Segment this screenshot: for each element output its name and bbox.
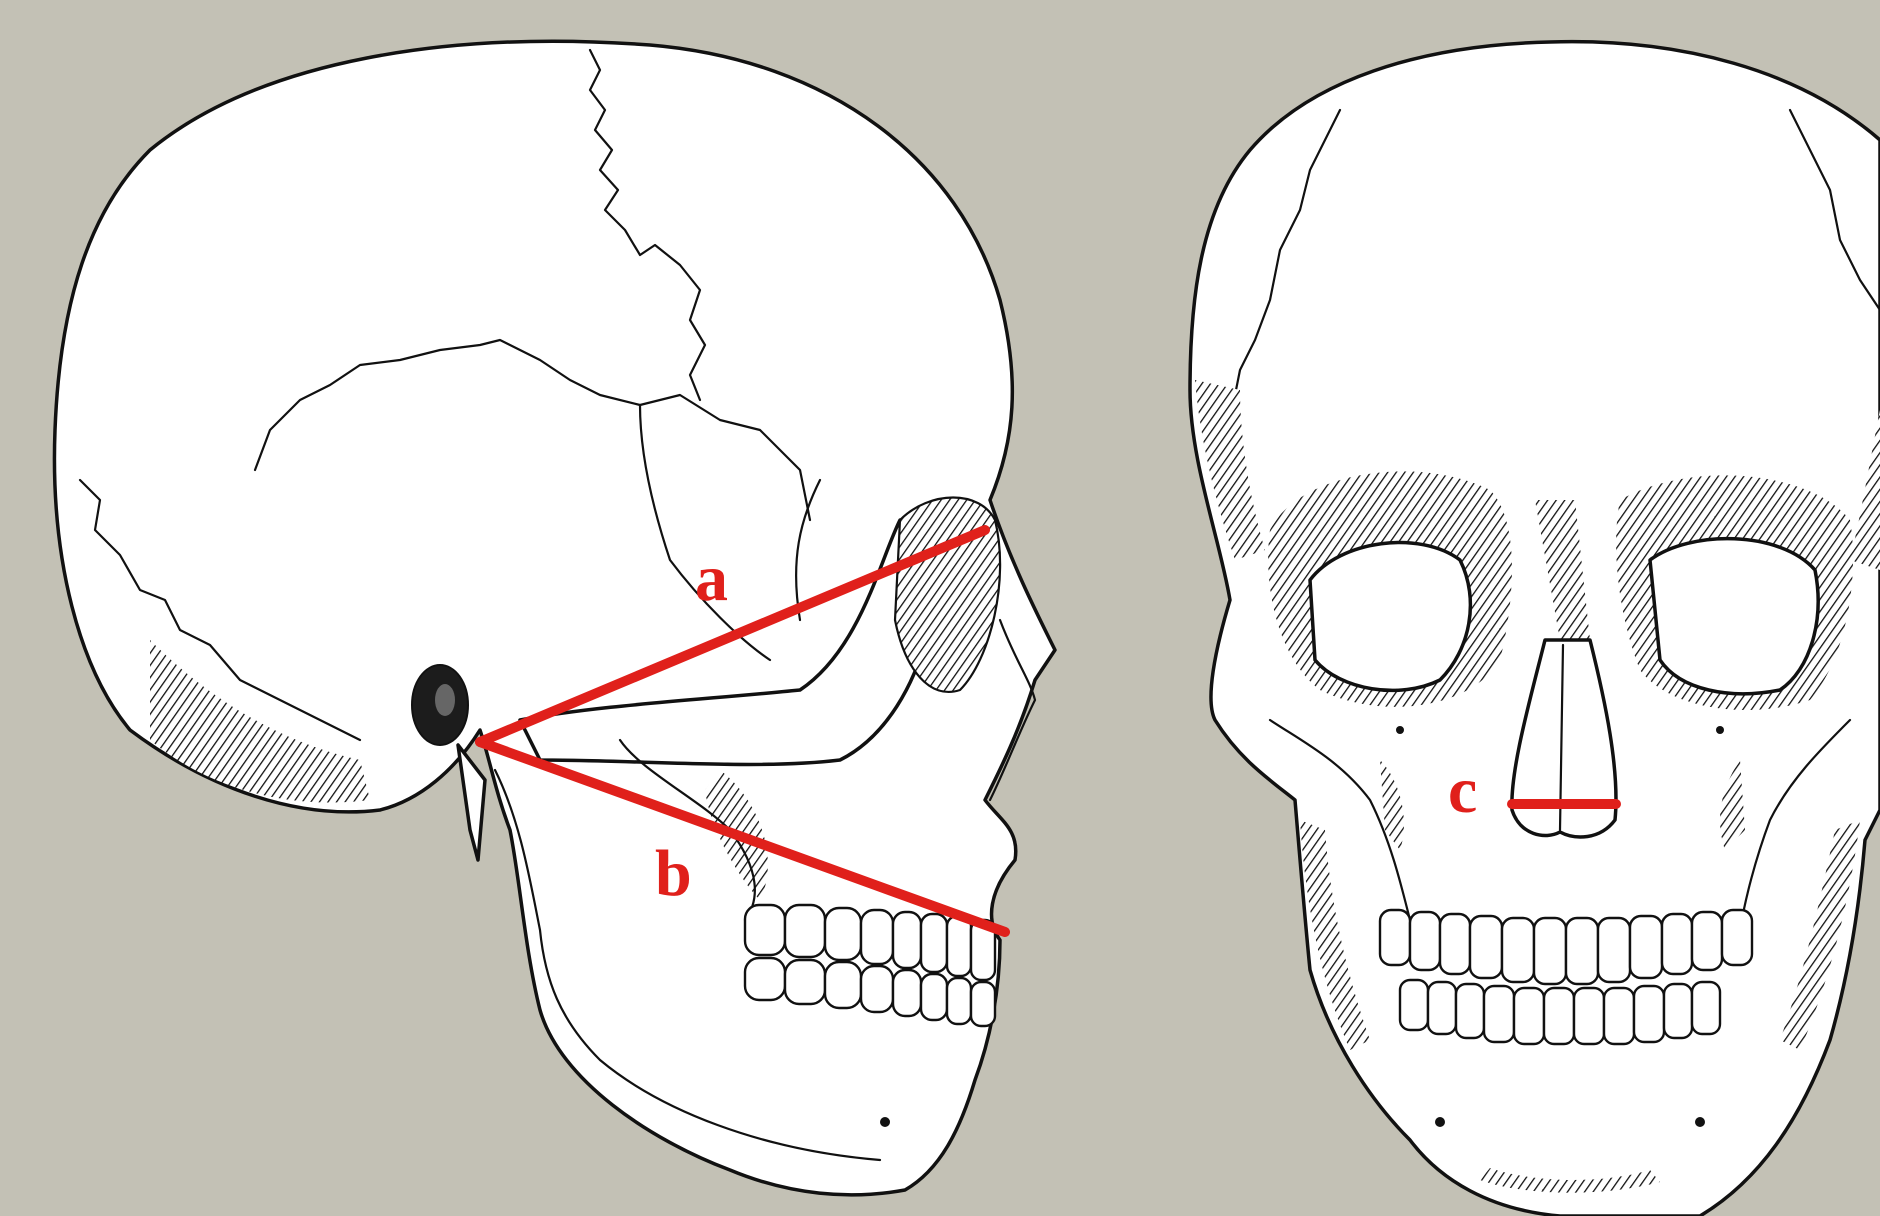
frontal-skull — [1190, 42, 1880, 1216]
right-infraorbital-foramen — [1716, 726, 1724, 734]
mental-foramen — [880, 1117, 890, 1127]
lateral-skull — [54, 41, 1055, 1195]
right-orbit-floor — [1650, 539, 1818, 694]
left-infraorbital-foramen — [1396, 726, 1404, 734]
label-b: b — [655, 837, 692, 910]
ear-canal-inner — [435, 684, 455, 716]
left-mental-foramen — [1435, 1117, 1445, 1127]
frontal-lower-teeth — [1400, 980, 1720, 1044]
left-orbit-floor — [1310, 543, 1470, 691]
styloid-process — [458, 745, 485, 860]
label-a: a — [695, 542, 728, 615]
right-mental-foramen — [1695, 1117, 1705, 1127]
label-c: c — [1448, 754, 1477, 827]
